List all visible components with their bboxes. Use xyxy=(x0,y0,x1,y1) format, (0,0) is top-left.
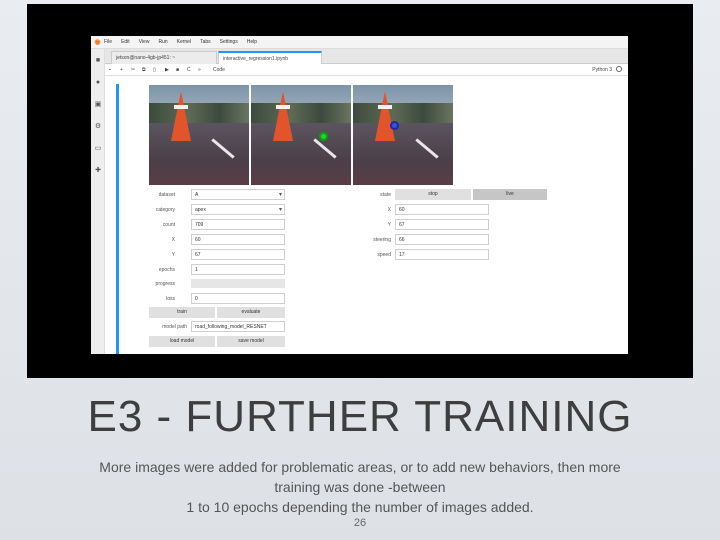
save-model-button[interactable]: save model xyxy=(217,336,285,347)
camera-image-3 xyxy=(353,85,453,185)
steering-label: steering xyxy=(373,237,391,243)
steering-field[interactable]: 66 xyxy=(395,234,489,245)
category-label: category xyxy=(155,207,175,213)
menu-tabs[interactable]: Tabs xyxy=(200,39,211,45)
menu-view[interactable]: View xyxy=(138,39,150,45)
tab-terminal[interactable]: jetson@nano-4gb-jp451: ~ xyxy=(111,51,217,64)
menu-file[interactable]: File xyxy=(104,39,113,45)
evaluate-button[interactable]: evaluate xyxy=(217,307,285,318)
body-line-1: More images were added for problematic a… xyxy=(99,459,621,475)
copy-icon[interactable]: ⧉ xyxy=(142,67,146,73)
body-line-2: training was done -between xyxy=(274,479,446,495)
train-button[interactable]: train xyxy=(149,307,215,318)
count-label: count xyxy=(162,222,175,228)
restart-icon[interactable]: C xyxy=(187,67,191,73)
model-path-field[interactable]: road_following_model_RESNET xyxy=(191,321,285,332)
load-model-button[interactable]: load model xyxy=(149,336,215,347)
y-field[interactable]: 67 xyxy=(191,249,285,260)
menu-kernel[interactable]: Kernel xyxy=(176,39,192,45)
speed-field[interactable]: 17 xyxy=(395,249,489,260)
tabs-icon[interactable]: ▭ xyxy=(94,145,102,152)
model-path-label: model path xyxy=(162,324,187,330)
menu-run[interactable]: Run xyxy=(158,39,168,45)
menu-edit[interactable]: Edit xyxy=(121,39,130,45)
paste-icon[interactable]: ▯ xyxy=(153,67,156,73)
left-sidebar: ■ ● ▣ ⚙ ▭ ✚ xyxy=(91,49,105,354)
prediction-marker-blue xyxy=(390,121,399,130)
right-x-field[interactable]: 60 xyxy=(395,204,489,215)
menu-settings[interactable]: Settings xyxy=(219,39,238,45)
active-cell-indicator xyxy=(116,84,119,354)
loss-field[interactable]: 0 xyxy=(191,293,285,304)
notebook-toolbar: ▪ + ✂ ⧉ ▯ ▶ ■ C » Code Python 3 xyxy=(105,64,628,76)
add-cell-icon[interactable]: + xyxy=(120,67,123,73)
dataset-select[interactable]: A xyxy=(191,189,285,200)
count-field[interactable]: 709 xyxy=(191,219,285,230)
epochs-label: epochs xyxy=(158,267,175,273)
commands-icon[interactable]: ▣ xyxy=(94,101,102,108)
menu-bar: ◉ File Edit View Run Kernel Tabs Setting… xyxy=(91,36,628,49)
y-label: Y xyxy=(171,252,175,258)
tab-notebook[interactable]: interactive_regression1.ipynb xyxy=(218,51,322,64)
extension-icon[interactable]: ✚ xyxy=(95,167,101,174)
kernel-status-icon xyxy=(616,66,622,72)
right-x-label: X xyxy=(387,207,391,213)
menu-help[interactable]: Help xyxy=(246,39,258,45)
right-y-field[interactable]: 67 xyxy=(395,219,489,230)
camera-image-1 xyxy=(149,85,249,185)
tab-notebook-label: interactive_regression1.ipynb xyxy=(223,56,289,62)
target-marker-green xyxy=(319,132,328,141)
page-number: 26 xyxy=(353,517,367,529)
run-icon[interactable]: ▶ xyxy=(165,67,169,73)
category-select[interactable]: apex xyxy=(191,204,285,215)
body-line-3: 1 to 10 epochs depending the number of i… xyxy=(186,499,534,515)
x-label: X xyxy=(171,237,175,243)
property-inspector-icon[interactable]: ⚙ xyxy=(94,123,102,130)
stop-icon[interactable]: ■ xyxy=(176,67,180,73)
dataset-label: dataset xyxy=(158,192,175,198)
tab-terminal-label: jetson@nano-4gb-jp451: ~ xyxy=(116,55,176,61)
slide-title: E3 - FURTHER TRAINING xyxy=(87,392,633,441)
live-button[interactable]: live xyxy=(473,189,547,200)
epochs-field[interactable]: 1 xyxy=(191,264,285,275)
speed-label: speed xyxy=(377,252,391,258)
tab-bar: jetson@nano-4gb-jp451: ~ interactive_reg… xyxy=(105,49,628,64)
state-label: state xyxy=(380,192,391,198)
cut-icon[interactable]: ✂ xyxy=(131,67,136,73)
save-icon[interactable]: ▪ xyxy=(109,67,111,73)
cell-type-select[interactable]: Code xyxy=(213,67,225,73)
folder-icon[interactable]: ■ xyxy=(95,57,101,64)
right-y-label: Y xyxy=(387,222,391,228)
jupyterlab-window: ◉ File Edit View Run Kernel Tabs Setting… xyxy=(91,36,628,354)
stop-button[interactable]: stop xyxy=(395,189,471,200)
kernel-name[interactable]: Python 3 xyxy=(592,67,612,73)
running-icon[interactable]: ● xyxy=(95,79,101,86)
jupyter-logo-icon: ◉ xyxy=(94,39,101,46)
fast-forward-icon[interactable]: » xyxy=(198,67,201,73)
camera-image-2[interactable] xyxy=(251,85,351,185)
loss-label: loss xyxy=(166,296,175,302)
progress-label: progress xyxy=(155,281,175,287)
progress-bar xyxy=(191,279,285,288)
x-field[interactable]: 60 xyxy=(191,234,285,245)
